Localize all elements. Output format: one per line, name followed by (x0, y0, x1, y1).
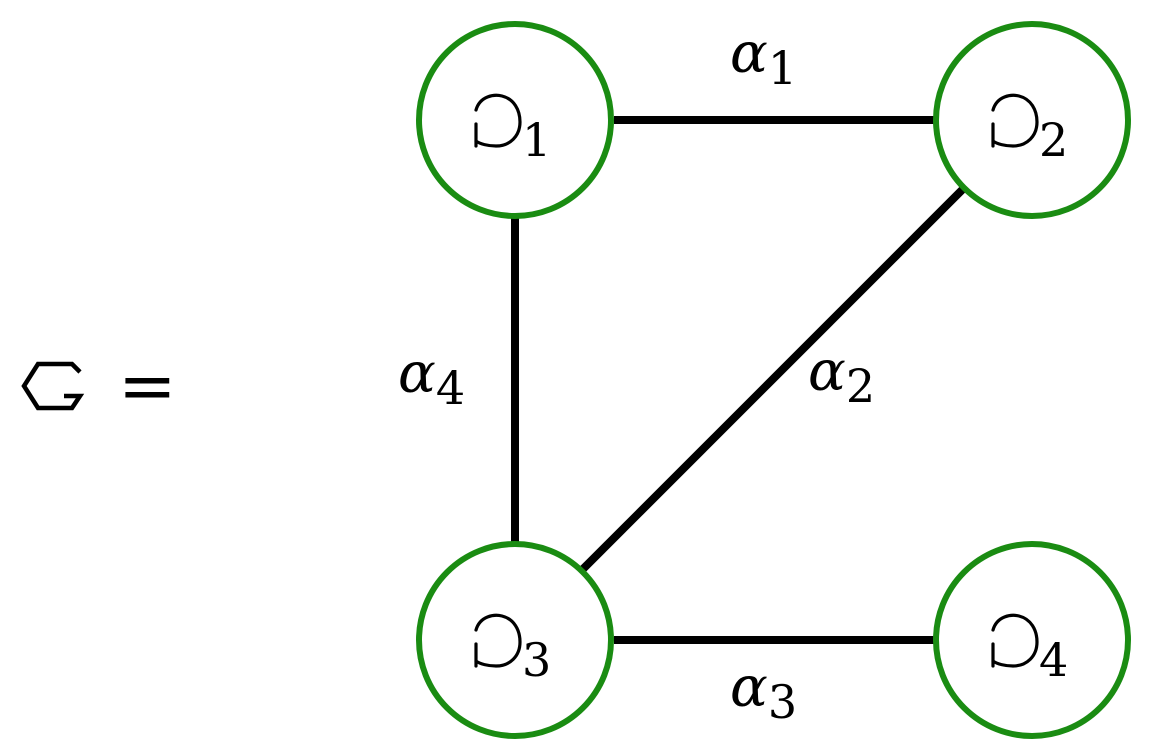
node-subscript: 2 (1039, 113, 1068, 167)
d-shaped-glyph-icon (991, 613, 1039, 668)
graph-hexagon-icon (21, 361, 85, 411)
edge-n2-n3 (579, 184, 968, 573)
graph-symbol: = (21, 345, 177, 427)
edge-label-alpha-2: α2 (808, 339, 875, 413)
node-ring (933, 21, 1131, 219)
node-ring (416, 21, 614, 219)
d-shaped-glyph-icon (474, 613, 522, 668)
node-3: 3 (416, 541, 614, 739)
node-4: 4 (933, 541, 1131, 739)
edge-label-alpha-3: α3 (730, 655, 797, 729)
equals-sign: = (118, 345, 177, 427)
node-1: 1 (416, 21, 614, 219)
d-shaped-glyph-icon (991, 93, 1039, 148)
d-shaped-glyph-icon (474, 93, 522, 148)
node-subscript: 1 (522, 113, 551, 167)
node-ring (416, 541, 614, 739)
node-ring (933, 541, 1131, 739)
edge-label-alpha-1: α1 (730, 21, 797, 95)
node-subscript: 4 (1039, 633, 1068, 687)
edges (511, 116, 968, 644)
node-subscript: 3 (522, 633, 551, 687)
node-2: 2 (933, 21, 1131, 219)
edge-label-alpha-4: α4 (398, 341, 465, 415)
edge-labels: α1 α2 α3 α4 (398, 21, 875, 729)
